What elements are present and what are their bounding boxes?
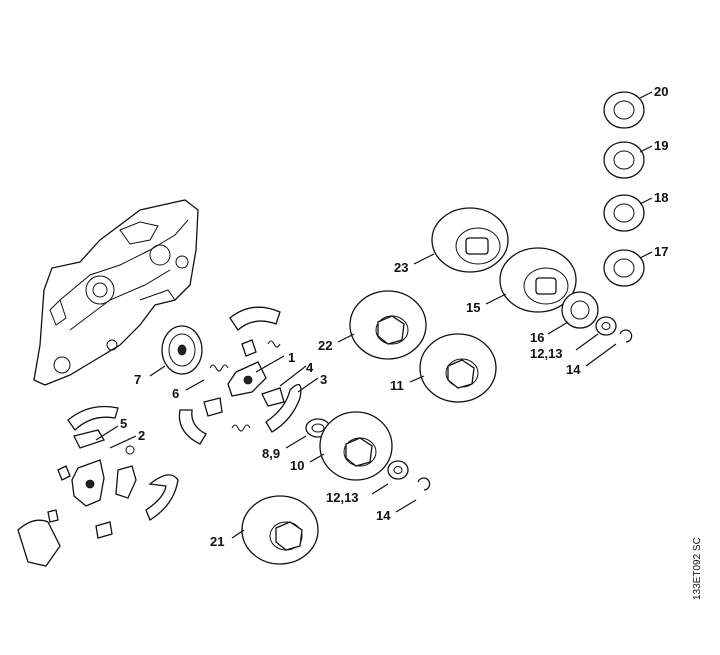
callout-21: 21	[210, 534, 224, 549]
callout-14-lower: 14	[376, 508, 391, 523]
clutch-shoe-set-lower	[17, 405, 179, 567]
callout-10: 10	[290, 458, 304, 473]
callout-2: 2	[138, 428, 145, 443]
callout-16: 16	[530, 330, 544, 345]
callout-5: 5	[120, 416, 127, 431]
clutch-assembly-middle	[161, 306, 302, 445]
washer-lower	[387, 460, 409, 480]
callout-18: 18	[654, 190, 668, 205]
sprocket-16	[561, 291, 599, 329]
callout-14-upper: 14	[566, 362, 581, 377]
callout-4: 4	[306, 360, 314, 375]
crankcase-housing	[33, 199, 199, 386]
callout-3: 3	[320, 372, 327, 387]
callout-6: 6	[172, 386, 179, 401]
callout-19: 19	[654, 138, 668, 153]
callout-11: 11	[390, 378, 404, 393]
callout-20: 20	[654, 84, 668, 99]
callout-12-13-lower: 12,13	[326, 490, 359, 505]
callout-17: 17	[654, 244, 668, 259]
drum-22	[349, 290, 427, 360]
callout-8-9: 8,9	[262, 446, 280, 461]
drum-23	[431, 207, 509, 273]
diagram-code: 133ET092 SC	[692, 537, 703, 600]
sprocket-18	[603, 194, 645, 232]
callout-7: 7	[134, 372, 141, 387]
sprocket-19	[603, 141, 645, 179]
callout-23: 23	[394, 260, 408, 275]
e-clip-lower	[417, 477, 431, 491]
drum-21	[241, 495, 319, 565]
e-clip-upper	[619, 329, 633, 343]
rim-sprockets	[561, 91, 645, 329]
drum-11	[419, 333, 497, 403]
callout-1: 1	[288, 350, 295, 365]
callout-labels: 20 19 18 17 23 15 16 12,13 14 22 11 1 4 …	[120, 84, 668, 549]
washer-upper	[595, 316, 617, 336]
drum-15	[499, 247, 577, 313]
drum-10	[319, 411, 393, 481]
leader-lines	[95, 91, 653, 539]
sprocket-17	[603, 249, 645, 287]
clutch-drums	[241, 207, 577, 565]
washers-clips	[387, 316, 633, 491]
sprocket-20	[603, 91, 645, 129]
callout-22: 22	[318, 338, 332, 353]
callout-15: 15	[466, 300, 480, 315]
callout-12-13-upper: 12,13	[530, 346, 563, 361]
